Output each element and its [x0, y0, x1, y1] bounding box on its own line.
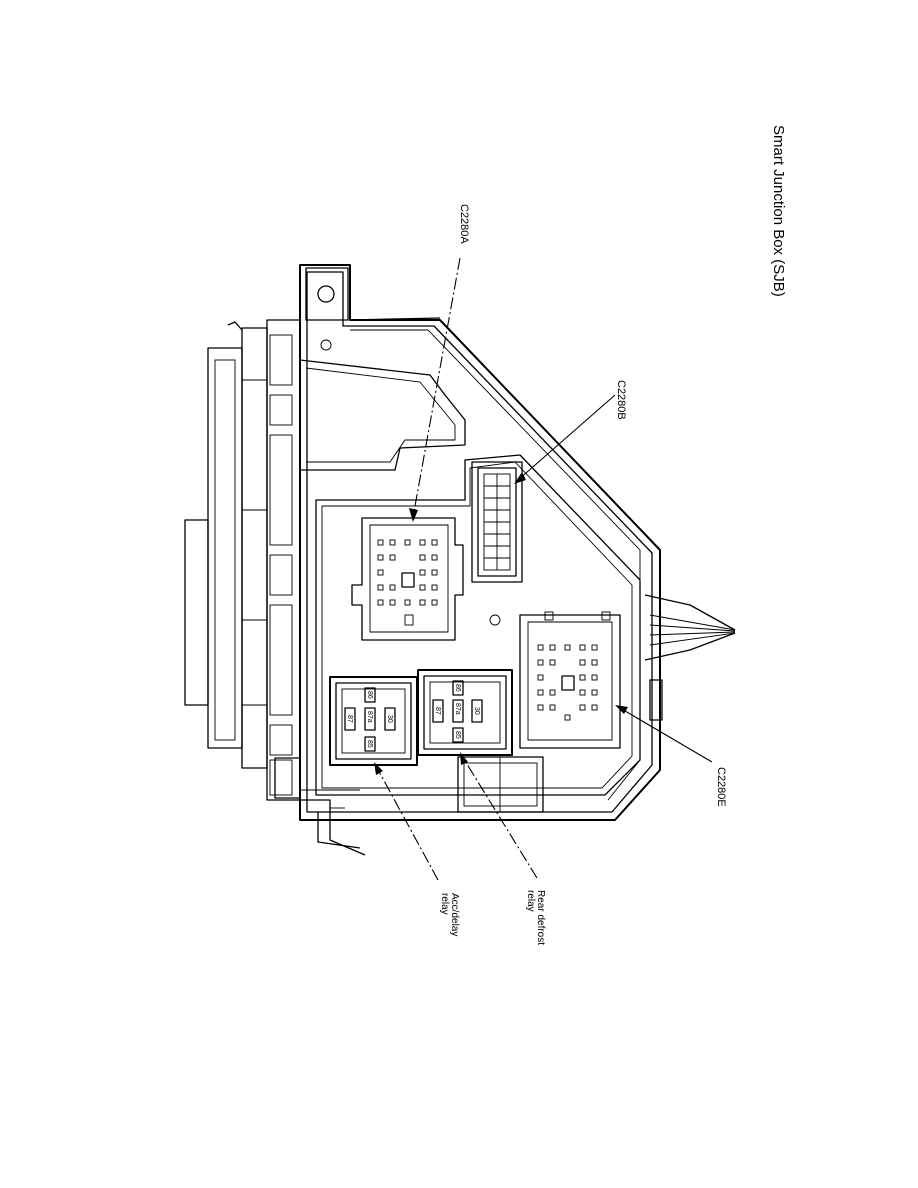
label-c2280a: C2280A — [458, 204, 470, 244]
label-rear-defrost-relay: Rear defrost relay — [525, 890, 546, 945]
connector-c2280e — [519, 611, 621, 749]
diagram-title: Smart Junction Box (SJB) — [770, 125, 787, 297]
rear-defrost-terminal-85: 85 — [454, 731, 461, 739]
label-c2280e: C2280E — [715, 767, 727, 807]
rear-defrost-terminal-87: 87 — [434, 707, 441, 715]
acc-delay-terminal-87a: 87a — [366, 711, 373, 723]
acc-delay-terminal-30: 30 — [386, 715, 393, 723]
label-acc-delay-relay: Acc/delay relay — [439, 893, 460, 936]
c2280a-pins — [377, 539, 438, 606]
c2280b-pins — [484, 485, 510, 559]
acc-delay-relay: 86 87a 30 87 85 — [329, 676, 418, 766]
rear-defrost-relay: 86 87a 30 87 85 — [417, 669, 513, 756]
rear-defrost-terminal-30: 30 — [473, 707, 480, 715]
mounting-hole — [489, 614, 501, 626]
label-rear-defrost-line1: Rear defrost — [535, 890, 546, 945]
acc-delay-terminal-86: 86 — [366, 691, 373, 699]
acc-delay-terminal-87: 87 — [346, 715, 353, 723]
sjb-housing — [299, 264, 661, 821]
connector-c2280b — [471, 461, 523, 583]
lower-blocks — [274, 756, 544, 813]
rear-defrost-terminal-86: 86 — [454, 684, 461, 692]
label-rear-defrost-line2: relay — [525, 890, 536, 912]
rear-defrost-terminal-87a: 87a — [454, 703, 461, 715]
sjb-left-structure — [184, 319, 366, 856]
label-c2280b: C2280B — [615, 380, 627, 420]
wiring-harness — [644, 594, 736, 721]
leader-lines — [374, 257, 713, 881]
c2280e-pins — [537, 644, 598, 721]
label-acc-delay-line2: relay — [439, 893, 450, 915]
acc-delay-terminal-85: 85 — [366, 740, 373, 748]
label-acc-delay-line1: Acc/delay — [449, 893, 460, 936]
connector-c2280a — [351, 517, 464, 641]
